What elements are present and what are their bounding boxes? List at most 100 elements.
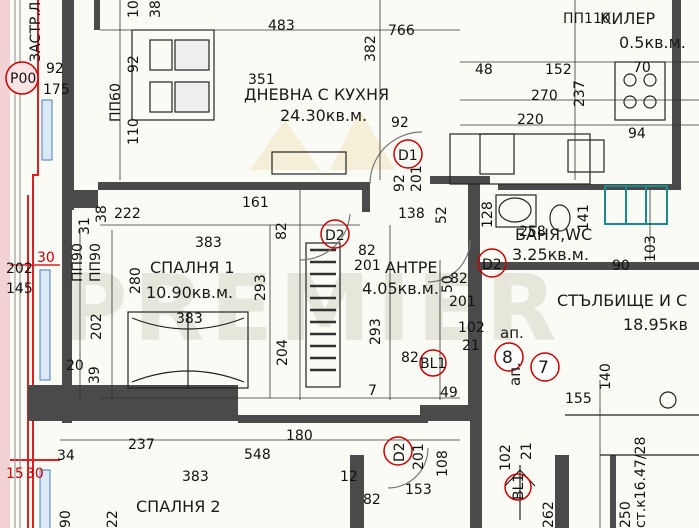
ap7-number: 7 [538, 358, 549, 378]
room-code-closet: ПП110 [563, 11, 611, 27]
door-tag-d2-b: D2 [482, 257, 502, 273]
marker-p00-bottom: 175 [43, 82, 70, 98]
dimension-label: 293 [368, 318, 384, 345]
dimension-label: 92 [392, 174, 408, 192]
dimension-label: 237 [572, 80, 588, 107]
dimension-label: 82 [274, 222, 290, 240]
dimension-label: 220 [517, 112, 544, 128]
dimension-label: 201 [354, 258, 381, 274]
dimension-label: 145 [6, 281, 33, 297]
markers: P00 92 175 ЗАСТР.Л ап. 8 ап. 7 ст.к16.47… [5, 2, 649, 528]
dimension-label: 49 [440, 385, 458, 401]
dimension-label: ПП90 [70, 243, 86, 282]
dimension-label: 293 [253, 274, 269, 301]
dimension-label: 39 [87, 366, 103, 384]
dimension-label: 20 [66, 358, 84, 374]
dimension-label: 483 [268, 18, 295, 34]
dimension-label: 351 [248, 72, 275, 88]
dimension-label: 82 [401, 350, 419, 366]
dimension-label: 38 [148, 0, 164, 18]
dimension-label: 202 [6, 261, 33, 277]
dimension-label: 201 [449, 294, 476, 310]
dimension-label: 110 [126, 118, 142, 145]
dimension-lines [60, 0, 699, 528]
dimension-label: 30 [26, 466, 44, 482]
dimension-label: 10 [126, 0, 142, 18]
dimension-label: 201 [411, 443, 427, 470]
door-tag-d2-a: D2 [325, 228, 345, 244]
dimension-label: 141 [576, 204, 592, 231]
dimension-label: 180 [286, 428, 313, 444]
dimension-label: 138 [398, 206, 425, 222]
dimension-label: 548 [244, 447, 271, 463]
dimension-label: 153 [405, 482, 432, 498]
dimension-label: 161 [242, 195, 269, 211]
ap8-label: ап. [500, 324, 524, 342]
marker-zastr: ЗАСТР.Л [28, 2, 44, 62]
room-area-bath: 3.25кв.м. [512, 245, 589, 264]
dimension-label: 50 [440, 275, 456, 293]
dimension-label: 52 [434, 206, 450, 224]
dimension-label: 21 [462, 338, 480, 354]
room-name-bedroom2: СПАЛНЯ 2 [136, 497, 221, 516]
dimension-label: 270 [531, 88, 558, 104]
marker-p00: P00 [10, 71, 36, 87]
ap7-label: ап. [506, 362, 524, 386]
dimension-label: 140 [598, 363, 614, 390]
room-area-bedroom1: 10.90кв.м. [146, 283, 233, 302]
dimension-label: 90 [612, 258, 630, 274]
dimension-label: 222 [114, 206, 141, 222]
dimension-label: 102 [458, 320, 485, 336]
door-tag-bl1-a: BL1 [420, 356, 446, 372]
dimension-label: 90 [58, 510, 74, 528]
dimension-label: 258 [519, 224, 546, 240]
dimension-label: 155 [565, 391, 592, 407]
dimension-label: 22 [105, 510, 121, 528]
dimension-label: 92 [391, 115, 409, 131]
dimension-label: 82 [450, 271, 468, 287]
watermark: PREMIER [60, 110, 557, 362]
dimension-label: 15 [6, 466, 24, 482]
room-name-bath: БАНЯ,WC [515, 225, 592, 244]
dimension-label: 92 [126, 55, 142, 73]
dimension-label: 201 [409, 165, 425, 192]
room-name-stairs: СТЪЛБИЩЕ И С [557, 291, 687, 310]
dimension-label: 82 [363, 492, 381, 508]
stamp-label: ст.к16.47/28 [633, 437, 649, 528]
dimension-label: 280 [128, 267, 144, 294]
door-tag-d1: D1 [398, 148, 418, 164]
dimension-label: 204 [275, 339, 291, 366]
dimension-label: 766 [388, 23, 415, 39]
dimension-label: 70 [633, 60, 651, 76]
dimension-label: 250 [618, 501, 634, 528]
dimension-label: 383 [176, 311, 203, 327]
dimension-label: 38 [94, 205, 110, 223]
dimension-label: 202 [89, 313, 105, 340]
room-name-closet: КИЛЕР [600, 9, 655, 28]
dimension-label: 237 [128, 437, 155, 453]
door-tag-d2-c: D2 [392, 442, 408, 462]
dimension-label: 152 [545, 62, 572, 78]
dimension-label: 30 [37, 250, 55, 266]
room-area-closet: 0.5кв.м. [619, 33, 686, 52]
dimension-label: 94 [628, 126, 646, 142]
room-labels: ДНЕВНА С КУХНЯ 24.30кв.м. ПП110 КИЛЕР 0.… [136, 9, 688, 516]
room-name-bedroom1: СПАЛНЯ 1 [150, 258, 235, 277]
marker-p00-top: 92 [46, 61, 64, 77]
exterior-facade [0, 0, 60, 528]
dimension-label: 103 [643, 235, 659, 262]
dimension-label: 383 [195, 235, 222, 251]
room-area-stairs: 18.95кв [623, 315, 688, 334]
dimension-label: ПП90 [88, 243, 104, 282]
dimension-labels: 483 766 382 92 351 48 152 70 270 237 92 … [6, 0, 659, 528]
dimension-label: 262 [541, 501, 557, 528]
dimension-label: 102 [498, 444, 514, 471]
room-name-living: ДНЕВНА С КУХНЯ [244, 85, 389, 104]
dimension-label: 108 [435, 450, 451, 477]
dimension-label: 128 [480, 201, 496, 228]
door-tags: D1 D2 D2 D2 BL1 BL1 [320, 139, 532, 501]
door-tag-bl1-b: BL1 [511, 474, 527, 500]
room-area-living: 24.30кв.м. [280, 106, 367, 125]
dimension-label: 12 [340, 469, 358, 485]
ap8-number: 8 [502, 348, 513, 368]
